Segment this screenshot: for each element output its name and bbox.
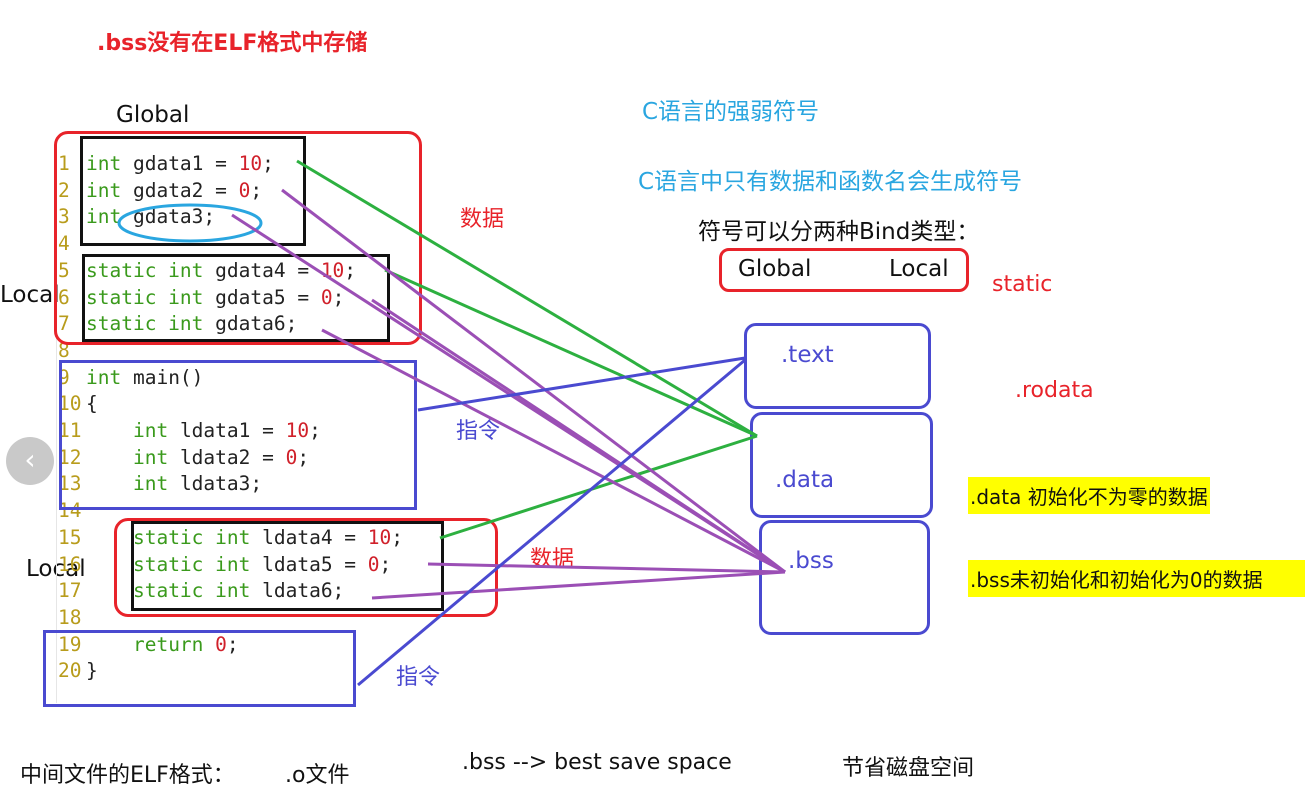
code-token: 0 [215, 632, 227, 656]
code-token: int [132, 445, 169, 469]
code-token: static int [86, 258, 204, 282]
code-token: int [86, 365, 122, 389]
code-token: int [132, 472, 169, 496]
line-number: 17 [58, 579, 82, 603]
text-section-box: .text [744, 323, 931, 409]
code-line: 3 int gdata3; [58, 204, 215, 231]
code-token: gdata3; [121, 205, 216, 229]
data-note: .data 初始化不为零的数据 [968, 477, 1210, 514]
gdata3-highlight-ellipse [117, 203, 263, 243]
local-label-bottom: Local [26, 556, 86, 582]
code-line: 8 [58, 338, 86, 365]
code-token: gdata2 = [121, 178, 239, 202]
code-line: 10{ [58, 391, 98, 418]
code-token: } [86, 659, 98, 683]
line-number: 19 [58, 632, 82, 656]
code-token: static int [132, 579, 251, 603]
strong-weak-symbols-text: C语言的强弱符号 [642, 99, 820, 125]
line-number: 8 [58, 338, 70, 362]
line-number: 11 [58, 419, 82, 442]
code-token: 10 [238, 152, 263, 175]
line-number: 1 [58, 152, 70, 175]
code-token: ; [226, 632, 239, 656]
code-line: 14 [58, 498, 86, 525]
code-token: static int [86, 285, 204, 309]
o-file-text: .o文件 [285, 763, 350, 788]
main-instr-blue-box [59, 360, 417, 510]
code-token: static int [86, 312, 204, 336]
code-editor [56, 148, 426, 703]
data-section-box: .data [750, 412, 933, 518]
code-token: { [86, 392, 98, 416]
static-text: static [992, 272, 1053, 297]
code-token: int [132, 419, 169, 442]
line-number: 6 [58, 285, 70, 309]
bind-local-text: Local [889, 256, 949, 282]
code-line: 1 int gdata1 = 10; [58, 151, 274, 178]
code-token: ; [262, 152, 274, 175]
bind-global-text: Global [738, 256, 812, 282]
global-label: Global [116, 102, 190, 128]
code-token: main() [121, 365, 204, 389]
code-line: 19 return 0; [58, 632, 239, 659]
line-number: 2 [58, 178, 70, 202]
line-number: 20 [58, 659, 82, 683]
instr-label-bottom: 指令 [396, 665, 441, 690]
code-line: 4 [58, 231, 86, 258]
line-number: 9 [58, 365, 70, 389]
data-section-label: .data [775, 467, 835, 493]
data-label-top: 数据 [460, 207, 505, 232]
code-line: 18 [58, 605, 86, 632]
code-line: 9 int main() [58, 365, 203, 392]
line-number: 7 [58, 312, 70, 336]
line-number: 14 [58, 499, 82, 523]
code-line: 20} [58, 658, 98, 685]
elf-format-text: 中间文件的ELF格式： [20, 763, 235, 788]
line-number: 10 [58, 392, 82, 416]
data-label-bottom: 数据 [530, 547, 575, 572]
line-number: 13 [58, 472, 82, 496]
bss-expansion-text: .bss --> best save space [462, 750, 732, 775]
line-number: 5 [58, 258, 70, 282]
line-number: 12 [58, 445, 82, 469]
bss-note: .bss未初始化和初始化为0的数据 [968, 560, 1305, 597]
static-globals-black-box [82, 254, 390, 342]
green-line-gdata4 [384, 268, 758, 438]
code-token: int [86, 152, 122, 175]
local-label-top: Local [0, 282, 60, 308]
bind-types-text: 符号可以分两种Bind类型： [698, 219, 980, 245]
bind-types-box: Global Local [719, 248, 969, 292]
bss-section-label: .bss [788, 548, 834, 574]
code-token: gdata1 = [121, 152, 239, 175]
previous-slide-button[interactable]: ‹ [6, 437, 54, 485]
code-token: ldata6; [250, 579, 345, 603]
code-token: 0 [238, 178, 251, 202]
code-token: ; [250, 178, 263, 202]
code-token: return [132, 632, 204, 656]
code-token: int [86, 205, 122, 229]
rodata-text: .rodata [1015, 378, 1094, 403]
static-locals-black-box [131, 521, 444, 611]
line-number: 16 [58, 552, 82, 576]
return-instr-blue-box [43, 630, 356, 707]
line-number: 3 [58, 205, 70, 229]
code-line: 17 static int ldata6; [58, 578, 344, 605]
code-line: 2 int gdata2 = 0; [58, 178, 262, 205]
page-title: .bss没有在ELF格式中存储 [97, 31, 368, 56]
line-number: 18 [58, 605, 82, 629]
only-symbols-text: C语言中只有数据和函数名会生成符号 [638, 169, 1023, 195]
text-section-label: .text [781, 342, 834, 368]
bss-section-box: .bss [759, 520, 930, 635]
instr-label-top: 指令 [456, 419, 501, 444]
blue-line-main [417, 356, 746, 412]
code-token: int [86, 178, 122, 202]
line-number: 4 [58, 232, 70, 256]
save-disk-text: 节省磁盘空间 [842, 756, 975, 781]
line-number: 15 [58, 525, 82, 549]
